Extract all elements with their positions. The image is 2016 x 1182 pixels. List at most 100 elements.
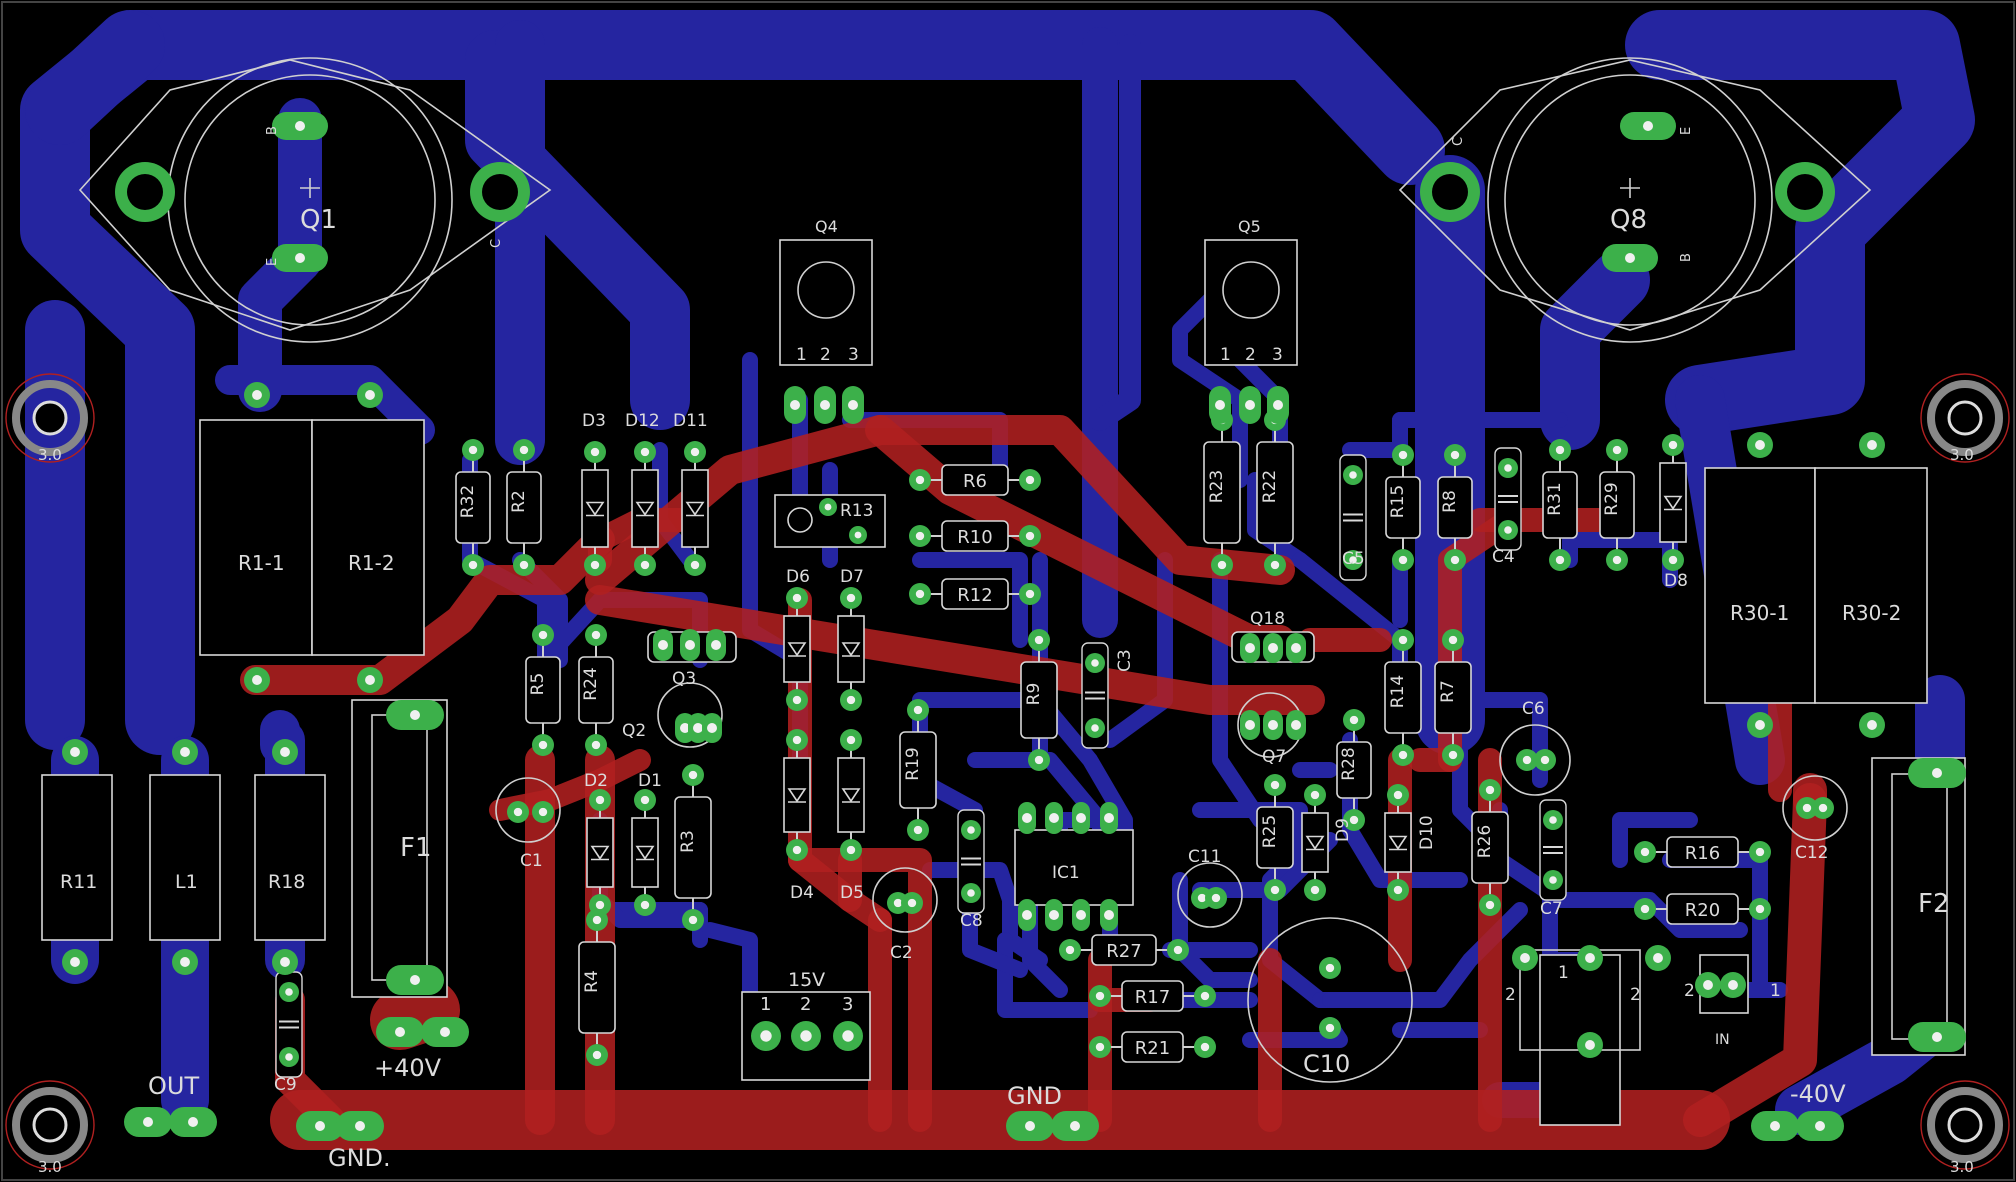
pad [1264,879,1286,901]
label-15V-pin2: 2 [800,994,811,1015]
pad [585,624,607,646]
label-R21: R21 [1135,1038,1170,1059]
label-R16: R16 [1685,843,1720,864]
label-D9: D9 [1333,818,1353,842]
label-D7: D7 [840,567,864,587]
pad [907,819,929,841]
pad-q7 [1263,710,1283,740]
label-Q18: Q18 [1250,609,1285,629]
label-R24: R24 [581,667,601,700]
pad [1662,549,1684,571]
pad [909,469,931,491]
pad [1543,870,1563,890]
pad [279,982,299,1002]
resistor-r3 [674,775,712,920]
label-R31: R31 [1545,482,1565,515]
pad-connector [169,1107,217,1137]
resistor-r31 [1542,450,1578,560]
pad [532,624,554,646]
pad [1059,939,1081,961]
diode-d5 [837,740,865,850]
label-C9: C9 [274,1075,297,1095]
pad [1343,809,1365,831]
pad [172,739,198,765]
resistor-r25 [1256,785,1294,890]
pad-q4 [784,386,806,424]
pad-f1-top [386,700,444,730]
label-hole-tr: 3.0 [1950,446,1974,464]
pad [1264,554,1286,576]
pad [1028,629,1050,651]
label-L1: L1 [175,871,198,893]
label-R29: R29 [1602,482,1622,515]
label-R2: R2 [509,490,529,513]
pad-q1-mount-left [115,162,175,222]
diode-d2 [586,800,614,905]
label-R19: R19 [903,747,923,780]
resistor-r24 [578,635,614,745]
label-D4: D4 [790,883,814,903]
capacitor-c5 [1339,454,1367,581]
label-R25: R25 [1260,815,1280,848]
pad [1019,469,1041,491]
pad-q7 [1240,710,1260,740]
label-X-pin1: 1 [1558,963,1569,983]
pad [1167,939,1189,961]
pad [1085,718,1105,738]
label-R20: R20 [1685,900,1720,921]
pad [634,894,656,916]
pad-f2-top [1908,758,1966,788]
label-Q1-pin-E: E [265,258,280,266]
pad-15v [751,1021,781,1051]
pad [840,689,862,711]
label-R1-1: R1-1 [238,551,285,575]
label-R1-2: R1-2 [348,551,395,575]
label-Q4-pin2: 2 [820,345,831,365]
resistor-r5 [525,635,561,745]
diode-d10 [1384,795,1412,890]
pad [1019,583,1041,605]
label-R15: R15 [1388,485,1408,518]
label-C5: C5 [1342,549,1365,569]
pad [907,699,929,721]
label-IN: IN [1715,1032,1730,1048]
pad [1028,749,1050,771]
label-plus40V: +40V [374,1054,442,1082]
pad [1543,810,1563,830]
pad [244,382,270,408]
pad-connector [1051,1111,1099,1141]
resistor-r8 [1437,455,1473,560]
resistor-r22 [1256,420,1294,565]
pad [1479,894,1501,916]
label-X-pin2b: 2 [1630,985,1641,1005]
pad-q3 [680,629,700,661]
mounting-hole [1920,373,2010,463]
label-Q4-pin3: 3 [848,345,859,365]
pad-q2 [702,713,722,743]
pad [961,820,981,840]
pad [532,734,554,756]
pad [1442,744,1464,766]
label-D8: D8 [1664,571,1688,591]
label-Q2: Q2 [622,721,646,741]
pad [1194,1036,1216,1058]
diode-d12 [631,452,659,565]
resistor-r21 [1100,1031,1205,1063]
pad [840,587,862,609]
label-R28: R28 [1339,747,1359,780]
pad [513,554,535,576]
label-R9: R9 [1024,683,1044,706]
pad [589,894,611,916]
pad [462,439,484,461]
pad [682,909,704,931]
label-R4: R4 [582,970,602,993]
pad [634,789,656,811]
label-R11: R11 [60,871,97,893]
resistor-r29 [1599,450,1635,560]
resistor-r26 [1471,790,1509,905]
pad [634,441,656,463]
resistor-r23 [1203,420,1241,565]
label-Q8-pin-E: E [1679,127,1694,135]
label-F1: F1 [400,833,432,863]
label-R17: R17 [1135,987,1170,1008]
